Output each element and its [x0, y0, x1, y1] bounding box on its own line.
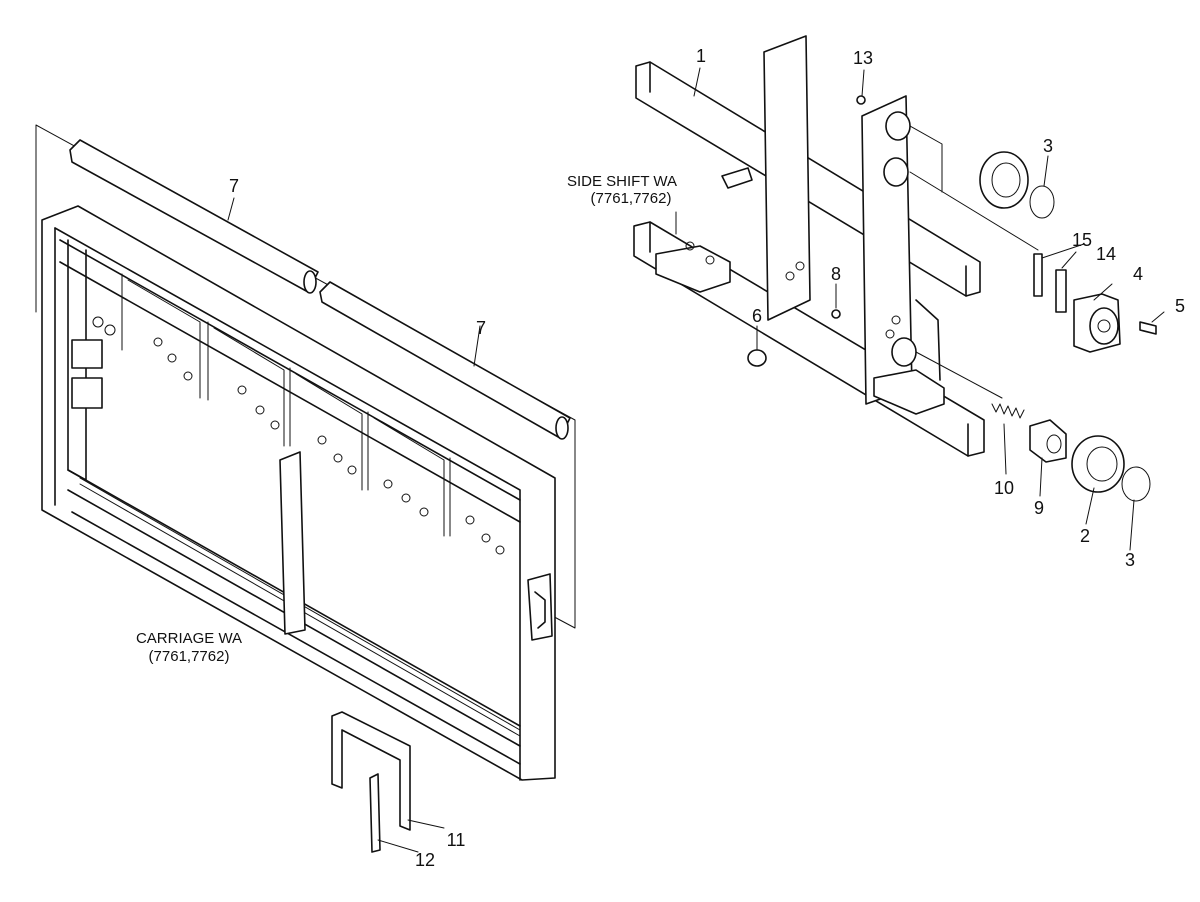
callout-8: 8 — [831, 264, 841, 284]
callout-15: 15 — [1072, 230, 1092, 250]
callout-5: 5 — [1175, 296, 1185, 316]
carriage-models: (7761,7762) — [149, 648, 230, 665]
side-shift-caption: SIDE SHIFT WA — [567, 173, 677, 190]
bolt-5 — [1139, 321, 1157, 335]
roller-4 — [1073, 293, 1121, 353]
callout-4: 4 — [1133, 264, 1143, 284]
callout-9: 9 — [1034, 498, 1044, 518]
callout-13: 13 — [853, 48, 873, 68]
callout-2: 2 — [1080, 526, 1090, 546]
side-shift-assembly — [633, 35, 1039, 457]
callout-6: 6 — [752, 306, 762, 326]
shaft-7-lower — [319, 281, 571, 440]
carriage-caption: CARRIAGE WA — [136, 630, 242, 647]
bearing-2 — [1071, 435, 1125, 493]
retaining-ring-3-lower — [1121, 466, 1151, 502]
bolt-8 — [831, 309, 841, 319]
callout-12: 12 — [415, 850, 435, 870]
callout-14: 14 — [1096, 244, 1116, 264]
collar-9 — [1029, 419, 1067, 463]
bearing-upper — [979, 151, 1055, 219]
side-shift-models: (7761,7762) — [591, 190, 672, 207]
carriage-assembly — [35, 124, 576, 781]
shaft-7-upper — [69, 139, 319, 294]
callout-7-lower: 7 — [476, 318, 486, 338]
callout-1: 1 — [696, 46, 706, 66]
callout-3-lower: 3 — [1125, 550, 1135, 570]
callout-10: 10 — [994, 478, 1014, 498]
callout-11: 11 — [447, 830, 466, 850]
callout-leaders — [227, 67, 1165, 853]
nut-6 — [747, 349, 767, 367]
nut-13 — [856, 95, 866, 105]
spring-10 — [991, 403, 1025, 419]
shim-plates-11-12 — [331, 711, 411, 853]
assembly-captions: SIDE SHIFT WA (7761,7762) CARRIAGE WA (7… — [136, 173, 677, 665]
callout-numbers: 1 13 3 15 14 4 5 8 6 10 9 2 3 7 7 11 12 — [229, 46, 1185, 870]
clips-14-15 — [1033, 253, 1067, 313]
callout-3-upper: 3 — [1043, 136, 1053, 156]
callout-7-upper: 7 — [229, 176, 239, 196]
